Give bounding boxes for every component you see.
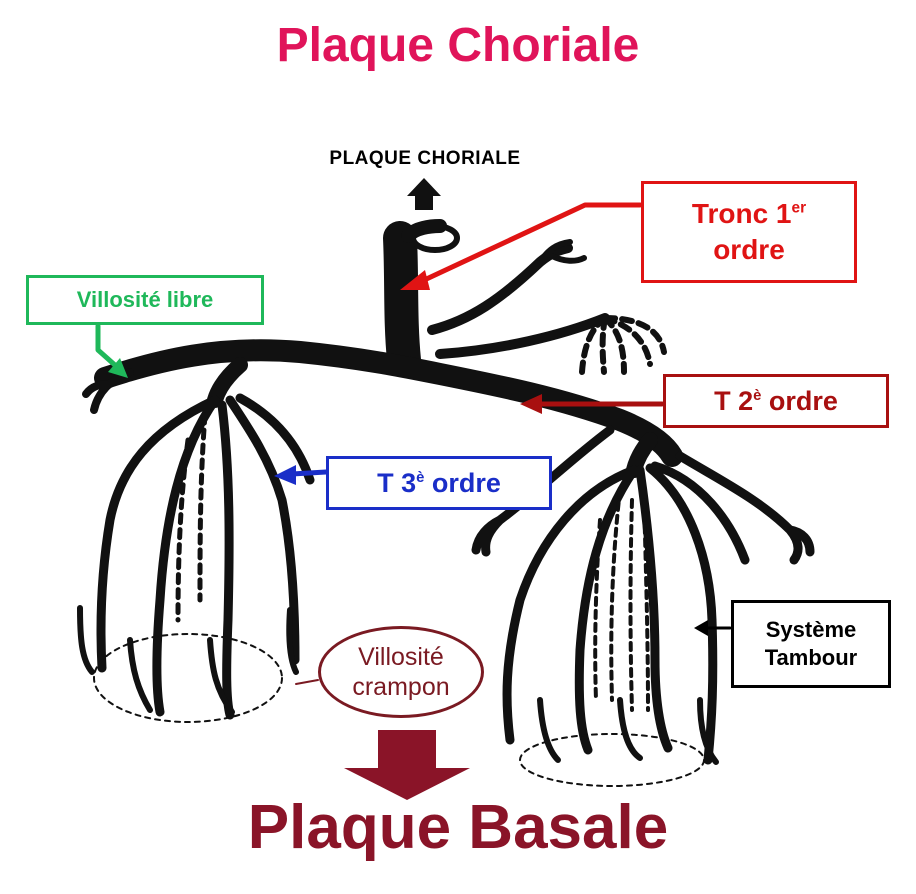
branch-mid-right — [435, 313, 610, 359]
t2-sup: è — [753, 387, 762, 404]
dashed-fan — [579, 315, 667, 375]
left-cluster-villi — [96, 393, 315, 720]
left-cluster-trunk — [207, 357, 248, 408]
branch-upper-right — [427, 243, 573, 335]
right-cluster-arms — [471, 425, 815, 565]
tronc-line1: Tronc 1 — [691, 198, 792, 229]
right-cluster-dashed — [593, 488, 650, 712]
t2-wrap: T 2è ordre — [714, 386, 838, 417]
systeme-line2: Tambour — [764, 645, 858, 670]
right-villi-tips — [537, 697, 719, 765]
box-systeme-tambour: Système Tambour — [731, 600, 891, 688]
villosite-libre-text: Villosité libre — [76, 287, 214, 312]
tronc-sup: er — [791, 199, 807, 217]
pointer-libre — [95, 323, 119, 369]
pointer-tronc-head — [400, 270, 430, 290]
t3-sup: è — [416, 469, 425, 486]
title-plaque-basale: Plaque Basale — [247, 793, 669, 862]
t2-suffix: ordre — [761, 385, 838, 416]
t3-wrap: T 3è ordre — [377, 468, 501, 499]
tronc-line1-wrap: Tronc 1er — [692, 196, 806, 232]
t2-prefix: T 2 — [714, 385, 754, 416]
t3-prefix: T 3 — [377, 467, 417, 498]
branch-second-order — [94, 339, 683, 467]
left-anchor-ring — [93, 633, 283, 723]
pointer-libre-head — [108, 358, 128, 378]
title-plaque-choriale: Plaque Choriale — [276, 19, 640, 72]
pointer-tronc — [417, 202, 643, 285]
box-villosite-libre: Villosité libre — [26, 275, 264, 325]
t3-suffix: ordre — [424, 467, 501, 498]
pointer-crampon — [295, 679, 319, 685]
ellipse-villosite-crampon: Villosité crampon — [318, 626, 484, 718]
left-villi-tips — [77, 605, 299, 715]
box-tronc-premier-ordre: Tronc 1er ordre — [641, 181, 857, 283]
trunk-top — [401, 219, 447, 243]
branch-upper-right-fork — [537, 239, 587, 265]
box-t3-ordre: T 3è ordre — [326, 456, 552, 510]
down-arrow-icon — [344, 730, 470, 800]
pointer-t2-head — [520, 394, 542, 414]
up-arrow-icon — [407, 178, 441, 210]
box-t2-ordre: T 2è ordre — [663, 374, 889, 428]
left-cluster-dashed — [175, 412, 208, 623]
crampon-line2: crampon — [352, 673, 450, 701]
right-cluster-villi — [502, 461, 750, 765]
tronc-line2: ordre — [713, 234, 785, 265]
trunk-first-order — [383, 221, 421, 377]
tree-drawing — [77, 178, 815, 800]
pointer-t3 — [289, 469, 329, 477]
pointer-t3-head — [274, 465, 296, 485]
right-anchor-ring — [519, 733, 705, 787]
pointer-systeme-head — [694, 620, 708, 636]
label-plaque-choriale-small: PLAQUE CHORIALE — [329, 148, 521, 169]
crampon-line1: Villosité — [358, 643, 444, 671]
systeme-line1: Système — [765, 617, 857, 642]
